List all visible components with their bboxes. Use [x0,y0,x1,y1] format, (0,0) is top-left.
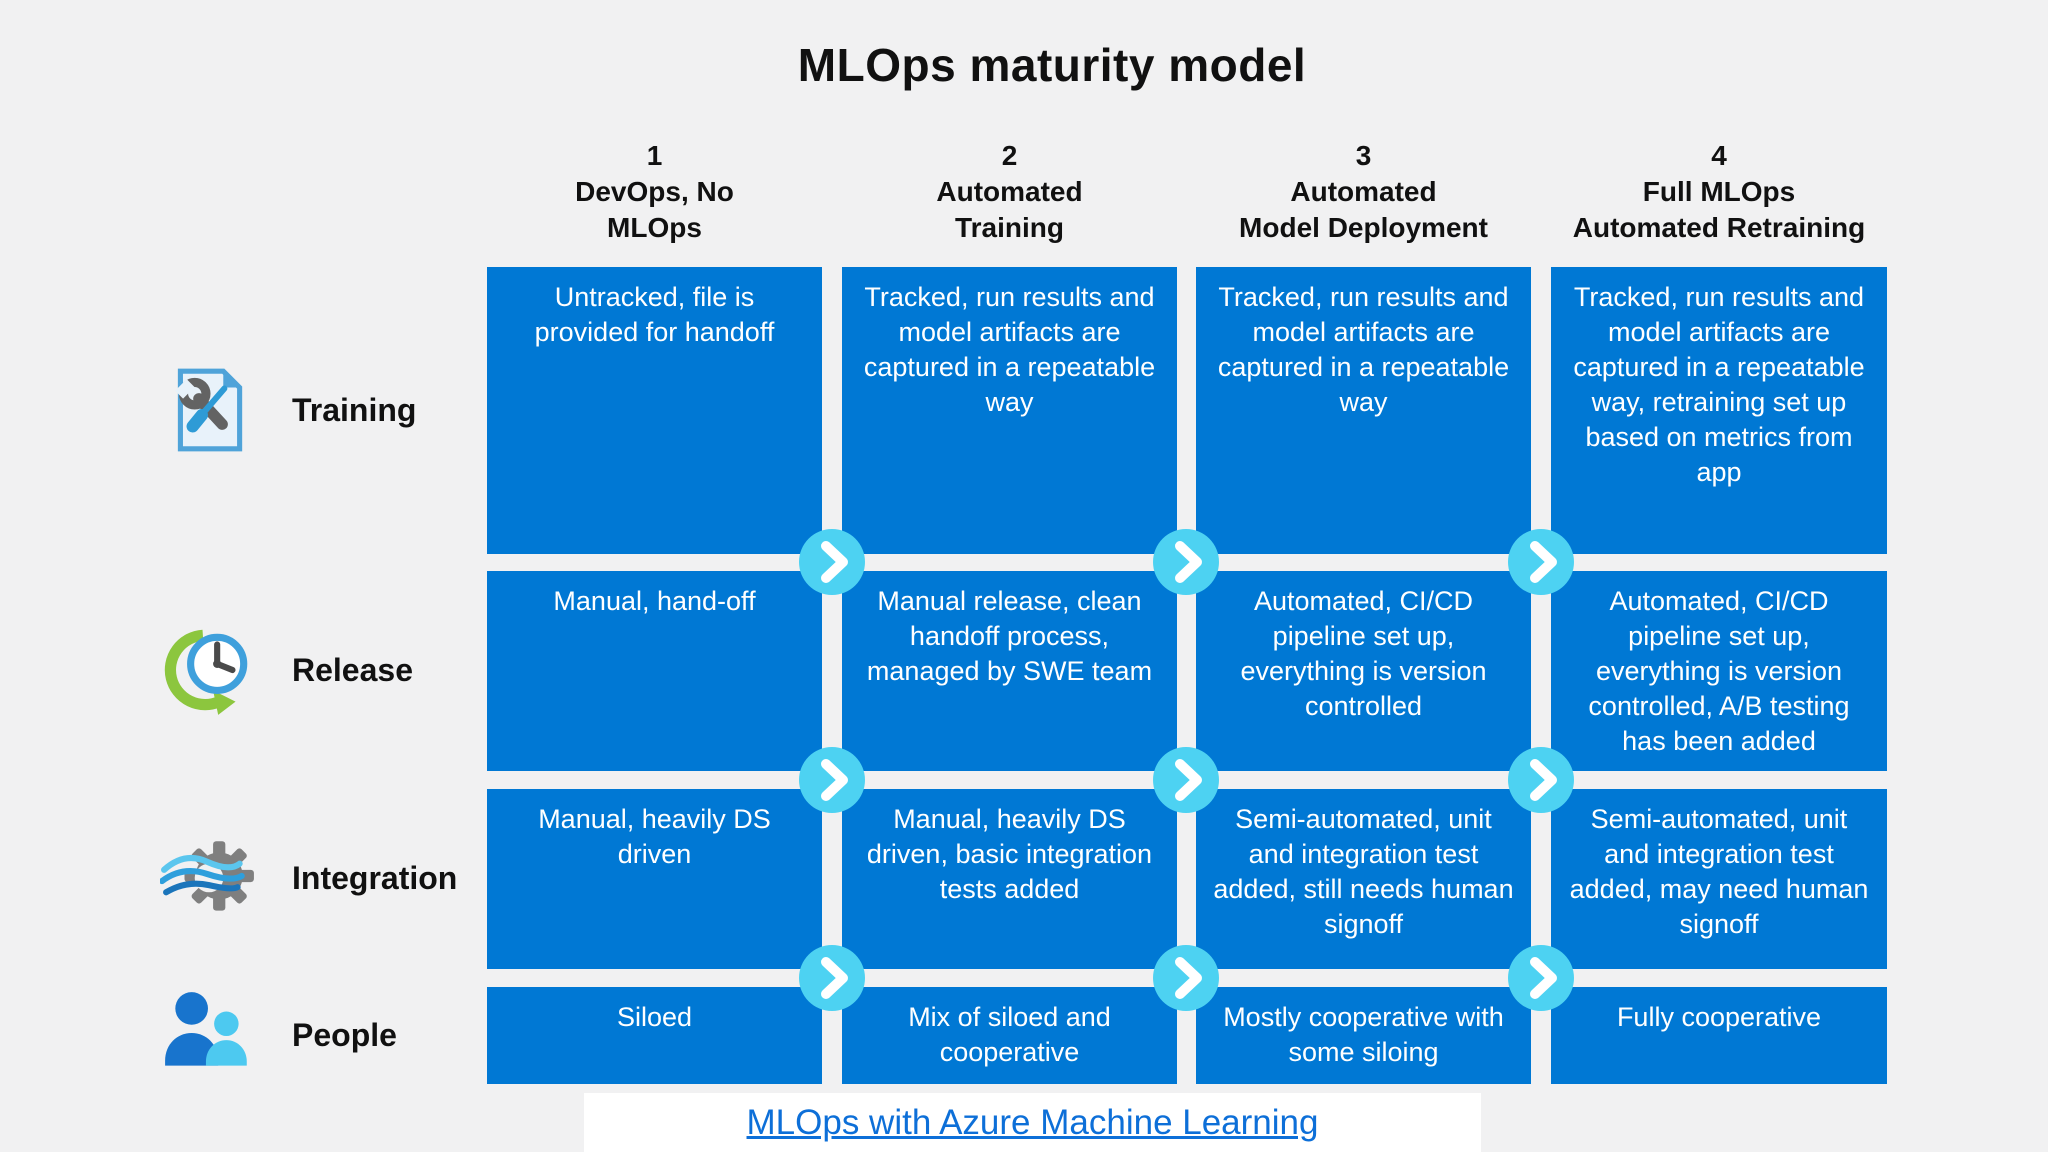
cell-training-level-3: Tracked, run results and model artifacts… [1196,267,1531,554]
column-header-2: 2 Automated Training [842,138,1177,246]
cell-release-level-2: Manual release, clean handoff process, m… [842,571,1177,771]
column-header-3: 3 Automated Model Deployment [1196,138,1531,246]
cell-integration-level-3: Semi-automated, unit and integration tes… [1196,789,1531,969]
chevron-right-icon [1508,747,1574,813]
cell-training-level-2: Tracked, run results and model artifacts… [842,267,1177,554]
cell-release-level-3: Automated, CI/CD pipeline set up, everyt… [1196,571,1531,771]
column-number: 4 [1711,140,1727,171]
chevron-right-icon [799,529,865,595]
chevron-right-icon [1153,945,1219,1011]
page-title: MLOps maturity model [797,39,1307,91]
chevron-right-icon [799,747,865,813]
cell-integration-level-2: Manual, heavily DS driven, basic integra… [842,789,1177,969]
column-label: Automated Training [936,176,1083,243]
mlops-azure-link[interactable]: MLOps with Azure Machine Learning [746,1102,1319,1142]
row-label-integration: Integration [160,829,457,927]
column-label: Automated Model Deployment [1239,176,1488,243]
cell-people-level-2: Mix of siloed and cooperative [842,987,1177,1084]
cell-integration-level-4: Semi-automated, unit and integration tes… [1551,789,1887,969]
chevron-right-icon [1508,529,1574,595]
column-header-4: 4 Full MLOps Automated Retraining [1551,138,1887,246]
column-number: 2 [1001,140,1018,171]
column-label: DevOps, No MLOps [575,176,734,243]
cell-training-level-4: Tracked, run results and model artifacts… [1551,267,1887,554]
two-people-icon [160,986,258,1084]
cell-people-level-4: Fully cooperative [1551,987,1887,1084]
row-label-release: Release [160,621,413,719]
cell-integration-level-1: Manual, heavily DS driven [487,789,822,969]
cell-people-level-1: Siloed [487,987,822,1084]
chevron-right-icon [799,945,865,1011]
column-number: 1 [646,140,663,171]
cell-release-level-1: Manual, hand-off [487,571,822,771]
row-label-text: Release [292,651,413,688]
row-label-training: Training [160,361,416,459]
gear-wind-icon [160,829,258,927]
column-number: 3 [1355,140,1372,171]
clock-history-icon [160,621,258,719]
cell-people-level-3: Mostly cooperative with some siloing [1196,987,1531,1084]
footer-link-bar: MLOps with Azure Machine Learning [584,1093,1481,1152]
wrench-screwdriver-document-icon [160,361,258,459]
cell-training-level-1: Untracked, file is provided for handoff [487,267,822,554]
row-label-text: Training [292,391,417,428]
row-label-people: People [160,986,397,1084]
chevron-right-icon [1508,945,1574,1011]
cell-release-level-4: Automated, CI/CD pipeline set up, everyt… [1551,571,1887,771]
chevron-right-icon [1153,747,1219,813]
row-label-text: People [292,1016,397,1053]
column-label: Full MLOps Automated Retraining [1572,176,1866,243]
row-label-text: Integration [292,859,458,896]
column-header-1: 1 DevOps, No MLOps [487,138,822,246]
chevron-right-icon [1153,529,1219,595]
